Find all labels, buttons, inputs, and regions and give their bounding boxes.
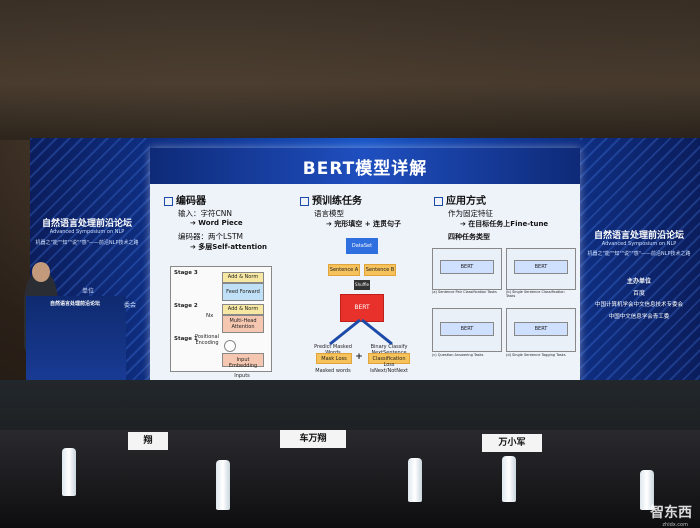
right-banner-title: 自然语言处理前沿论坛 [593, 231, 684, 241]
finetune-panel-d-bert: BERT [514, 322, 568, 336]
sentence-a-node: Sentence A [328, 264, 360, 276]
col1-bullet-1-arrow: ➔ Word Piece [190, 219, 243, 227]
projection-screen: BERT模型详解 编码器 输入：字符CNN ➔ Word Piece 编码器：两… [150, 148, 580, 380]
feed-forward-block: Feed Forward [222, 283, 264, 301]
bullet-square-icon [434, 196, 443, 206]
watermark-url: zhidx.com [662, 522, 688, 528]
dataset-node: DataSet [346, 238, 378, 254]
finetune-caption-c: (c) Question Answering Tasks [432, 353, 484, 357]
bert-node: BERT [340, 294, 384, 322]
finetune-caption-b: (b) Single Sentence Classification Tasks [506, 290, 565, 298]
positional-encoding-circle [224, 340, 236, 352]
left-banner-tagline: 机器之"能""知""说""感"——前沿NLP技术之路 [35, 240, 139, 246]
finetune-caption-a: (a) Sentence Pair Classification Tasks [432, 290, 497, 294]
positional-encoding-label: Positional Encoding [195, 334, 219, 346]
water-bottle [640, 470, 654, 510]
watermark-logo: 智东西 [650, 505, 692, 521]
podium [26, 296, 126, 396]
plus-sign: + [355, 352, 363, 362]
water-bottle [62, 448, 76, 496]
right-banner-subtitle: Advanced Symposium on NLP [601, 241, 677, 247]
stage-1-label: Stage 1 [174, 336, 198, 342]
nameplate-1: 翔 [128, 432, 168, 450]
isnext-label: IsNext/NotNext [370, 368, 408, 374]
podium-label-3: 委会 [124, 302, 137, 309]
podium-label-2: 单位 [82, 288, 95, 295]
finetune-panel-a-bert: BERT [440, 260, 494, 274]
masked-words-label: Masked words [315, 368, 351, 374]
classification-loss-node: Classification Loss [368, 353, 410, 368]
col3-heading: 应用方式 [434, 192, 486, 207]
col1-bullet-2-arrow: ➔ 多层Self-attention [190, 243, 268, 251]
podium-label-1: 自然语言处理前沿论坛 [49, 301, 100, 307]
mask-loss-node: Mask Loss [316, 353, 352, 364]
col2-heading: 预训练任务 [300, 192, 362, 207]
col3-bullet-2: 四种任务类型 [448, 233, 490, 241]
bert-output-arrows [329, 318, 393, 346]
bullet-square-icon [164, 196, 173, 206]
right-banner-tagline: 机器之"能""知""说""感"——前沿NLP技术之路 [587, 251, 691, 257]
nameplate-2: 车万翔 [280, 430, 346, 448]
col3-bullet-1: 作为固定特征 [448, 209, 493, 218]
front-table [0, 430, 700, 528]
stage-3-label: Stage 3 [174, 270, 198, 276]
finetune-caption-d: (d) Single Sentence Tagging Tasks [506, 353, 566, 357]
slide-title: BERT模型详解 [302, 159, 428, 179]
input-embedding-block: Input Embedding [222, 353, 264, 369]
add-norm-block-1: Add & Norm [222, 272, 264, 283]
right-banner-organizer-label: 主办单位 [626, 278, 651, 285]
water-bottle [216, 460, 230, 510]
nameplate-3: 万小军 [482, 434, 542, 452]
slide-header [150, 148, 580, 184]
left-banner-title: 自然语言处理前沿论坛 [41, 219, 132, 229]
water-bottle [502, 456, 516, 502]
bullet-square-icon [300, 196, 309, 206]
stage-2-label: Stage 2 [174, 303, 198, 309]
col2-bullet-1: 语言模型 [314, 209, 344, 218]
inputs-label: Inputs [234, 373, 250, 379]
left-banner-subtitle: Advanced Symposium on NLP [49, 229, 125, 235]
right-banner-org-1: 百度 [632, 290, 645, 297]
speaker-head [32, 262, 50, 282]
right-banner-org-3: 中国中文信息学会青工委 [608, 314, 670, 320]
multi-head-attention-block: Multi-Head Attention [222, 315, 264, 333]
col1-heading: 编码器 [164, 192, 206, 207]
water-bottle [408, 458, 422, 502]
right-banner-org-2: 中国计算机学会中文信息技术专委会 [594, 302, 683, 308]
add-norm-block-2: Add & Norm [222, 304, 264, 315]
finetune-panel-b-bert: BERT [514, 260, 568, 274]
nx-label: Nx [206, 313, 214, 319]
shuffle-node: Shuffle [354, 280, 370, 290]
col1-bullet-2: 编码器：两个LSTM [178, 232, 243, 241]
sentence-b-node: Sentence B [364, 264, 396, 276]
finetune-panel-c-bert: BERT [440, 322, 494, 336]
col3-bullet-1-arrow: ➔ 在目标任务上Fine-tune [460, 220, 549, 228]
col2-bullet-1-arrow: ➔ 完形填空 + 连贯句子 [326, 220, 402, 228]
led-right-pattern [580, 138, 700, 388]
col1-bullet-1: 输入：字符CNN [178, 209, 232, 218]
ceiling [0, 0, 700, 140]
